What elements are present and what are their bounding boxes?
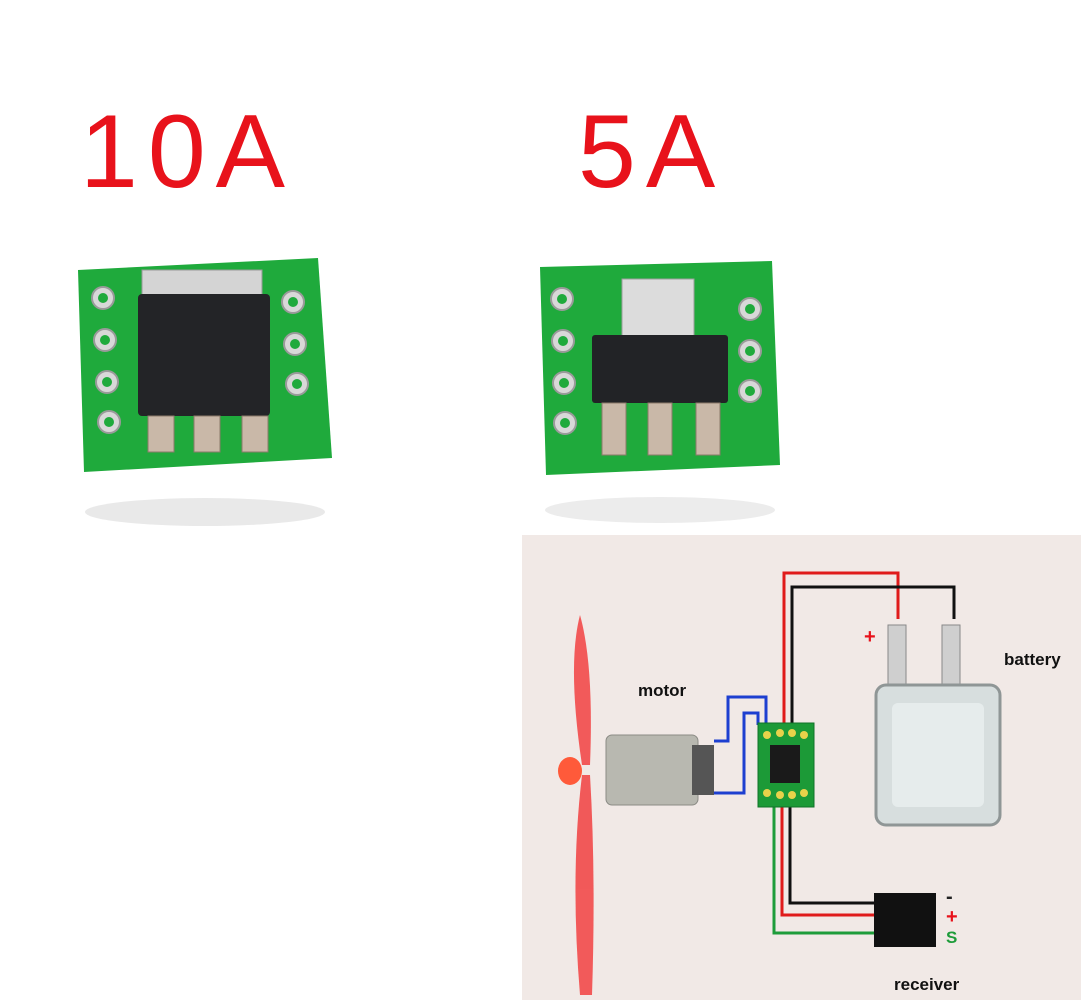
receiver-positive-marker: + — [946, 906, 958, 928]
module-5a-photo — [530, 255, 790, 535]
current-rating-5a-label: 5A — [578, 94, 726, 210]
regulator-chip — [592, 335, 728, 403]
current-rating-10a-label: 10A — [80, 94, 296, 210]
module-10a-photo — [70, 250, 340, 540]
receiver-label: receiver — [894, 975, 960, 994]
receiver-negative-marker: - — [946, 886, 953, 908]
lipo-battery — [874, 624, 1002, 827]
battery-positive-marker: + — [864, 626, 876, 648]
mosfet-chip — [138, 294, 270, 416]
propeller — [573, 615, 594, 995]
small-controller-board — [757, 722, 815, 808]
receiver-signal-marker: S — [946, 928, 958, 947]
receiver-module — [874, 893, 936, 947]
wiring-diagram: motor battery receiver + - + S — [522, 535, 1081, 1000]
motor-body — [605, 734, 714, 806]
motor-label: motor — [638, 681, 687, 700]
battery-label: battery — [1004, 650, 1061, 669]
